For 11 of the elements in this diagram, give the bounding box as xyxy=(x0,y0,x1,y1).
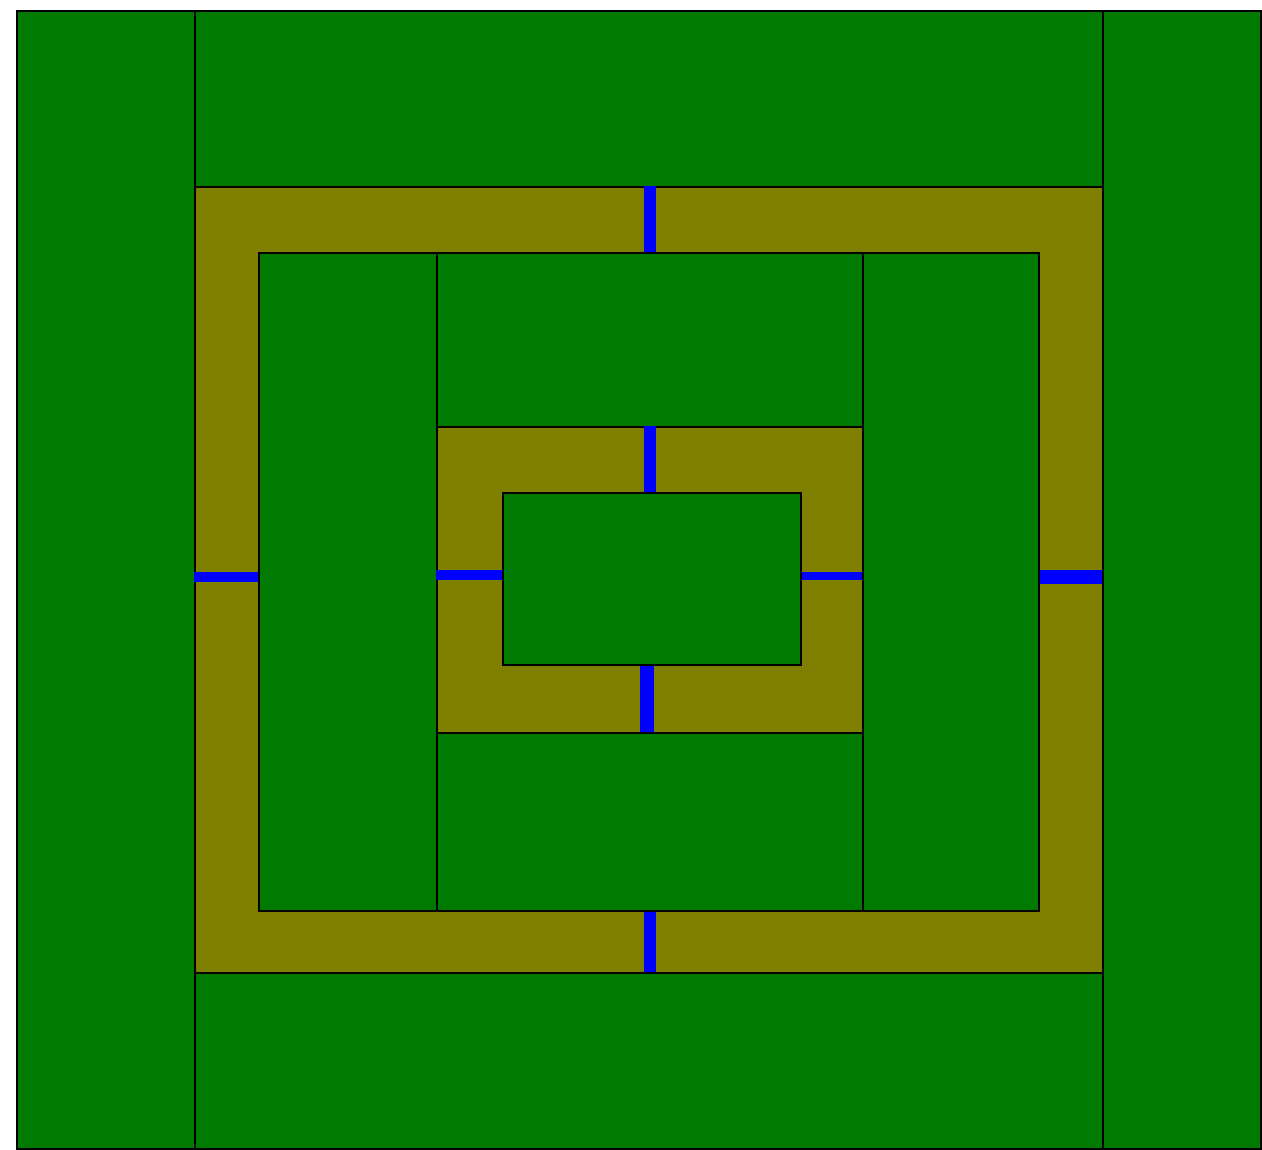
panel xyxy=(436,732,864,912)
panel xyxy=(194,972,1104,1150)
panel xyxy=(502,492,802,666)
panel xyxy=(1102,10,1262,1150)
frame-band xyxy=(436,426,864,734)
panel xyxy=(194,10,1104,188)
frame-band xyxy=(194,186,1104,974)
panel xyxy=(436,252,864,428)
panel xyxy=(862,252,1040,912)
panel xyxy=(16,10,196,1150)
panel xyxy=(258,252,438,912)
